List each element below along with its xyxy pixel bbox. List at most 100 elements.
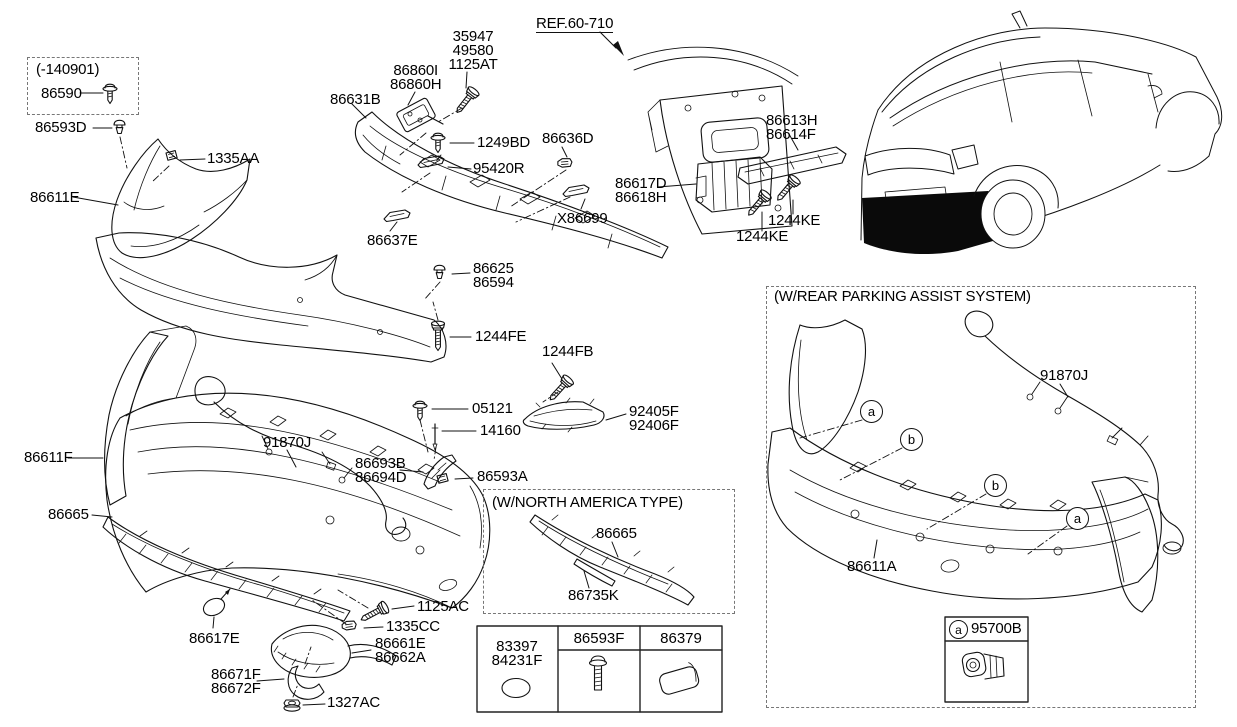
part-label-86631B: 86631B [330,91,381,108]
side-bracket-art [695,156,773,213]
lower-garnish-strip-art [102,516,351,622]
part-label-1244FE: 1244FE [475,328,527,345]
screw-1249BD-icon [430,132,446,154]
side-rail-art [737,146,847,185]
parking-sensor-icon [961,651,1005,680]
part-label-35947-group: 35947 49580 1125AT [448,29,498,73]
wiring-harness-art [194,376,411,542]
part-label-1327AC: 1327AC [327,694,381,711]
part-label-86625: 86625 [473,260,514,277]
part-label-49580: 49580 [452,42,494,59]
upper-bumper-cover-art [95,232,447,363]
part-label-86617E: 86617E [189,630,240,647]
pas-right-horn-art [1091,476,1159,613]
table-grommet-oval-icon [501,677,531,699]
part-label-86617D: 86617D [615,175,667,192]
part-label-86611A: 86611A [847,558,897,575]
part-label-1244KE-1: 1244KE [768,212,821,229]
part-label-86593D: 86593D [35,119,87,136]
callout-b-2: b [984,474,1007,497]
part-label-1249BD: 1249BD [477,134,531,151]
north-america-box [483,489,735,614]
vehicle-illustration [860,10,1223,255]
part-label-1125AC: 1125AC [417,598,469,615]
table-screw-icon [588,655,608,691]
table-header-86379: 86379 [660,630,702,647]
part-label-86672F: 86672F [211,680,261,697]
part-label-86618H: 86618H [615,189,667,206]
part-label-1244FB: 1244FB [542,343,594,360]
assembly-dash-lines [119,107,1068,698]
part-label-X86699: X86699 [557,210,608,227]
part-label-92405F-group: 92405F 92406F [629,404,679,434]
screw-05121-icon [412,400,428,422]
part-label-86637E: 86637E [367,232,418,249]
screw-1244FE-icon [430,320,446,352]
leader-lines [67,71,1069,706]
part-label-92406F: 92406F [629,417,679,434]
clip-86636D-icon [556,156,573,169]
part-label-86671F-group: 86671F 86672F [211,666,261,697]
north-america-box-title: (W/NORTH AMERICA TYPE) [492,494,683,511]
clip-86625-icon [433,264,446,280]
part-label-86661E: 86661E [375,635,426,652]
part-label-86613H-group: 86613H 86614F [766,112,818,143]
reflector-art [522,397,605,433]
part-label-1125AT: 1125AT [448,56,498,73]
table-header-86593F: 86593F [573,630,625,647]
part-label-1335AA: 1335AA [207,150,260,167]
part-label-86613H: 86613H [766,112,818,129]
part-label-86625-group: 86625 86594 [473,260,514,290]
part-label-86694D: 86694D [355,469,407,486]
ref-label: REF.60-710 [536,15,614,33]
part-label-05121: 05121 [472,400,513,417]
license-bracket-art [287,665,325,700]
part-label-86662A: 86662A [375,649,426,666]
part-label-86860I: 86860I [393,62,439,79]
legacy-variant-box [27,57,139,115]
screw-1244KE2-icon [772,172,803,205]
table-part-83397: 83397 [496,638,538,655]
clip-1335AA-icon [165,149,178,161]
upper-side-cover-art [111,138,251,259]
part-label-91870J: 91870J [263,434,312,451]
parking-assist-box-title: (W/REAR PARKING ASSIST SYSTEM) [774,288,1031,305]
energy-absorber-art [354,111,669,259]
callout-a-1: a [860,400,883,423]
part-label-na-86665: 86665 [596,525,637,542]
part-label-86590: 86590 [41,85,82,102]
part-label-86593A: 86593A [477,468,528,485]
bracket-86693B-icon [423,454,457,490]
table-part-84231F: 84231F [491,652,543,669]
lower-bumper-art [104,325,491,609]
part-label-86693B: 86693B [355,455,406,472]
part-label-pas-91870J: 91870J [1040,367,1089,384]
part-label-86617D-group: 86617D 86618H [615,175,667,206]
ref-arrow [599,31,624,56]
nut-1327AC-icon [283,699,301,712]
table-grommet-pad-icon [659,662,700,695]
cap-86617E-icon [202,588,231,617]
pas-bumper-art [767,319,1162,613]
part-label-86665: 86665 [48,506,89,523]
bracket-86860-icon [396,97,444,133]
part-label-86735K: 86735K [568,587,619,604]
pin-14160-icon [431,423,439,451]
screw-1244FB-icon [544,373,576,405]
part-label-86661E-group: 86661E 86662A [375,635,426,666]
part-label-95420R: 95420R [473,160,525,177]
part-label-86611F: 86611F [24,449,73,466]
clip-1335CC-icon [341,619,357,632]
part-label-1335CC: 1335CC [386,618,440,635]
part-label-86671F: 86671F [211,666,261,683]
part-label-1244KE-2: 1244KE [736,228,789,245]
pas-harness-art [964,310,1184,555]
part-label-95700B: 95700B [971,620,1022,637]
bracket-X86699-icon [562,184,590,198]
clip-86593D-icon [113,119,126,135]
part-label-86860H: 86860H [390,76,442,93]
variant-date-note: (-140901) [36,61,100,78]
part-label-86614F: 86614F [766,126,816,143]
